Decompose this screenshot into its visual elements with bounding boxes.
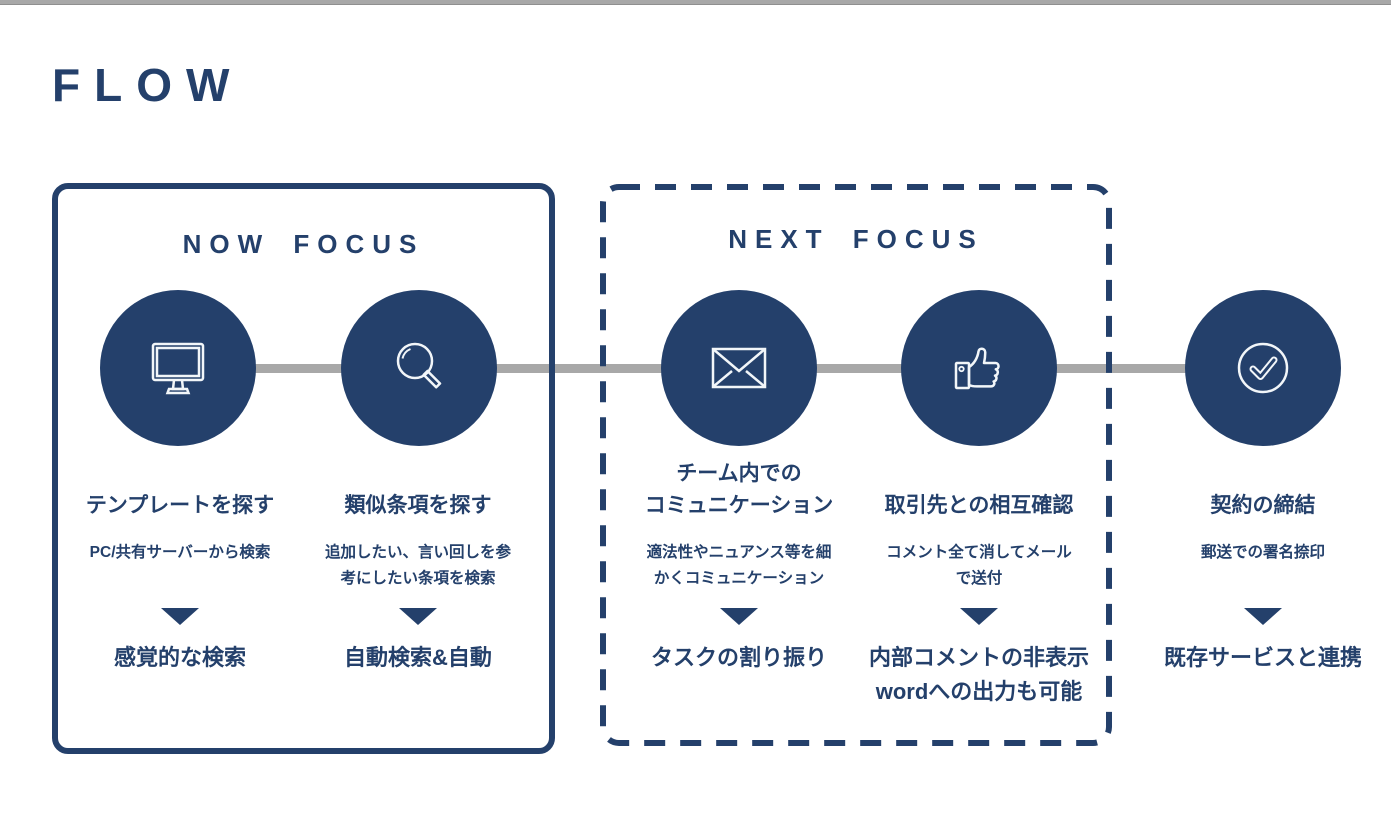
step-title: チーム内での コミュニケーション	[644, 462, 834, 517]
step-column-confirm: 取引先との相互確認 コメント全て消してメール で送付 内部コメントの非表示 wo…	[849, 450, 1109, 709]
step-node-search	[341, 290, 497, 446]
step-description: 郵送での署名捺印	[1200, 544, 1325, 561]
now-focus-label: NOW FOCUS	[182, 229, 425, 259]
next-focus-label: NEXT FOCUS	[728, 224, 984, 254]
arrow-down-icon	[399, 608, 437, 625]
top-divider	[0, 0, 1391, 5]
envelope-icon	[711, 347, 767, 389]
step-title: 類似条項を探す	[344, 494, 492, 517]
step-column-template: テンプレートを探す PC/共有サーバーから検索 感覚的な検索	[50, 450, 310, 675]
step-result: 感覚的な検索	[113, 645, 246, 670]
step-result: タスクの割り振り	[650, 645, 827, 670]
step-node-template	[100, 290, 256, 446]
step-result: 自動検索&自動	[344, 645, 492, 670]
step-result: 既存サービスと連携	[1163, 645, 1362, 670]
step-column-contract: 契約の締結 郵送での署名捺印 既存サービスと連携	[1133, 450, 1391, 675]
next-focus-box: NEXT FOCUS	[600, 184, 1112, 746]
step-node-contract	[1185, 290, 1341, 446]
step-description: PC/共有サーバーから検索	[89, 544, 271, 561]
arrow-down-icon	[960, 608, 998, 625]
step-column-search: 類似条項を探す 追加したい、言い回しを参 考にしたい条項を検索 自動検索&自動	[288, 450, 548, 675]
monitor-icon	[151, 342, 205, 395]
arrow-down-icon	[161, 608, 199, 625]
magnifier-icon	[396, 342, 442, 389]
check-icon	[1237, 342, 1289, 394]
step-description: 追加したい、言い回しを参 考にしたい条項を検索	[324, 544, 511, 587]
dashed-border	[600, 184, 1112, 746]
step-title: 取引先との相互確認	[884, 494, 1074, 517]
arrow-down-icon	[1244, 608, 1282, 625]
now-focus-box: NOW FOCUS	[52, 183, 555, 754]
step-column-communication: チーム内での コミュニケーション 適法性やニュアンス等を細 かくコミュニケーショ…	[609, 450, 869, 675]
step-node-confirm	[901, 290, 1057, 446]
step-title: テンプレートを探す	[85, 494, 275, 517]
arrow-down-icon	[720, 608, 758, 625]
step-description: 適法性やニュアンス等を細 かくコミュニケーション	[646, 544, 832, 587]
step-node-communication	[661, 290, 817, 446]
step-title: 契約の締結	[1210, 494, 1316, 517]
page-title: FLOW	[52, 59, 244, 111]
step-result: 内部コメントの非表示 wordへの出力も可能	[868, 645, 1089, 704]
thumbs-up-icon	[954, 347, 1000, 390]
step-description: コメント全て消してメール で送付	[886, 544, 1072, 587]
